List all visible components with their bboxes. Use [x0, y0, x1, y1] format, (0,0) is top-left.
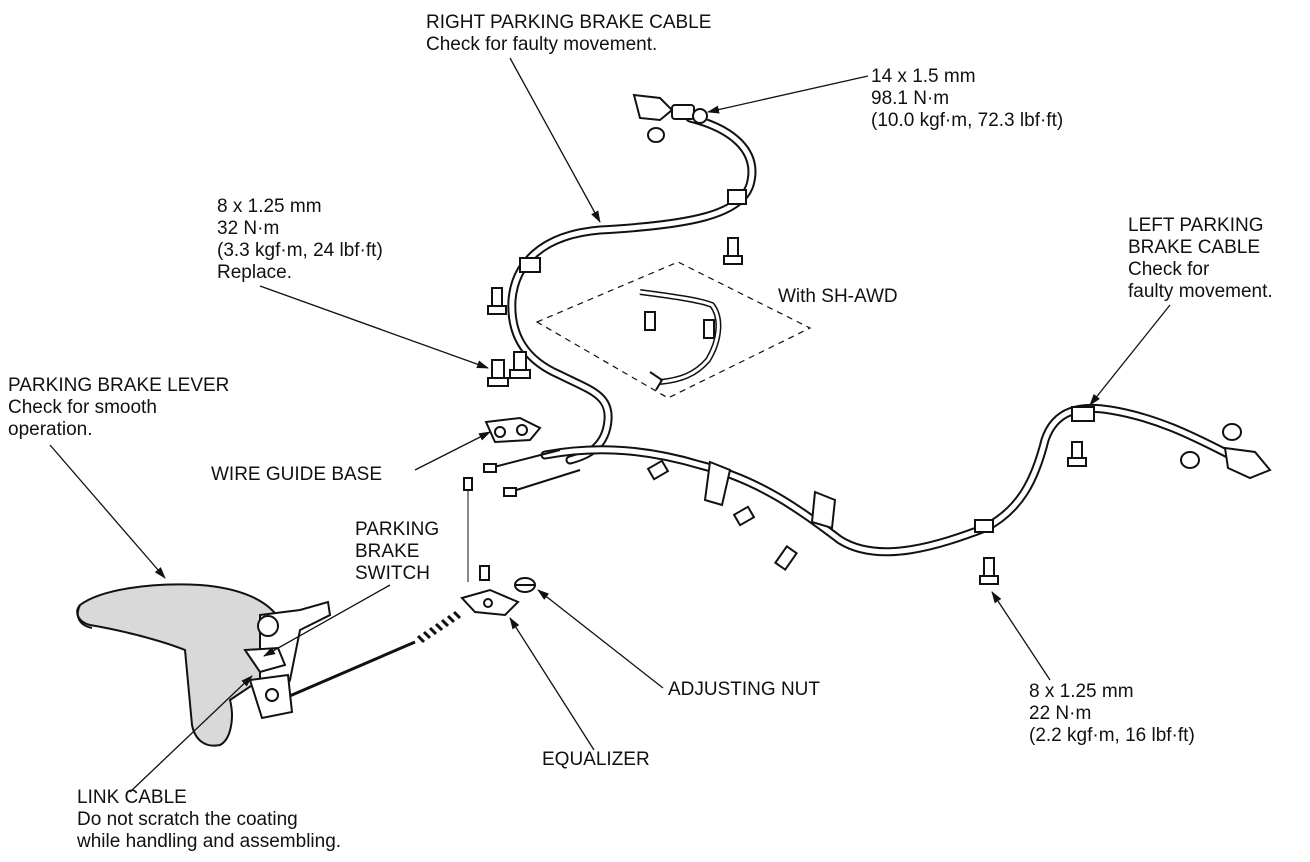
bolt-group-right [487, 237, 743, 387]
bolt-group-left [646, 441, 1087, 585]
sh-awd-label: With SH-AWD [778, 286, 898, 307]
lever-line2: Check for smooth [8, 397, 157, 418]
wire-guide-label: WIRE GUIDE BASE [211, 464, 383, 485]
torque-14-alt: (10.0 kgf·m, 72.3 lbf·ft) [871, 110, 1064, 131]
left-cable-line4: faulty movement. [1128, 281, 1273, 302]
lever-label: PARKING BRAKE LEVER Check for smooth ope… [8, 375, 229, 441]
lever-line3: operation. [8, 419, 93, 440]
adjusting-nut-part [514, 577, 536, 593]
link-cable-line2: Do not scratch the coating [77, 809, 298, 830]
torque-8-22-label: 8 x 1.25 mm 22 N·m (2.2 kgf·m, 16 lbf·ft… [1029, 681, 1195, 747]
link-cable-label: LINK CABLE Do not scratch the coating wh… [77, 787, 341, 853]
switch-line3: SWITCH [355, 563, 430, 584]
torque-8-32-nm: 32 N·m [217, 218, 280, 239]
left-cable-line3: Check for [1128, 259, 1210, 280]
torque-14-label: 14 x 1.5 mm 98.1 N·m (10.0 kgf·m, 72.3 l… [871, 66, 1063, 132]
parking-brake-lever-part [76, 583, 332, 747]
adjusting-nut-label: ADJUSTING NUT [668, 679, 820, 700]
left-cable-line1: LEFT PARKING [1128, 215, 1264, 236]
switch-line1: PARKING [355, 519, 440, 540]
equalizer-part [460, 588, 520, 617]
leader-lines [49, 57, 1171, 793]
left-cable-line2: BRAKE CABLE [1128, 237, 1260, 258]
lever-title: PARKING BRAKE LEVER [8, 375, 230, 396]
equalizer-label: EQUALIZER [542, 749, 650, 770]
switch-line2: BRAKE [355, 541, 420, 562]
torque-8-32-alt: (3.3 kgf·m, 24 lbf·ft) [217, 240, 383, 261]
link-cable-rod [284, 610, 462, 700]
switch-label: PARKING BRAKE SWITCH [355, 519, 439, 585]
link-cable-title: LINK CABLE [77, 787, 187, 808]
right-parking-brake-cable [507, 93, 757, 465]
torque-8-32-label: 8 x 1.25 mm 32 N·m (3.3 kgf·m, 24 lbf·ft… [217, 196, 383, 284]
link-cable-line3: while handling and assembling. [77, 831, 342, 852]
left-parking-brake-cable [540, 403, 1272, 557]
sh-awd-inset [535, 261, 812, 399]
right-cable-title: RIGHT PARKING BRAKE CABLE [426, 12, 712, 33]
torque-8-32-size: 8 x 1.25 mm [217, 196, 322, 217]
wire-guide-base-part [484, 416, 542, 444]
left-cable-label: LEFT PARKING BRAKE CABLE Check for fault… [1128, 215, 1273, 303]
torque-8-22-nm: 22 N·m [1029, 703, 1092, 724]
torque-14-size: 14 x 1.5 mm [871, 66, 976, 87]
torque-8-32-note: Replace. [217, 262, 292, 283]
torque-14-nm: 98.1 N·m [871, 88, 950, 109]
torque-8-22-alt: (2.2 kgf·m, 16 lbf·ft) [1029, 725, 1195, 746]
right-cable-label: RIGHT PARKING BRAKE CABLE Check for faul… [426, 12, 711, 56]
cable-ends [463, 449, 581, 582]
torque-8-22-size: 8 x 1.25 mm [1029, 681, 1134, 702]
right-cable-note: Check for faulty movement. [426, 34, 658, 55]
